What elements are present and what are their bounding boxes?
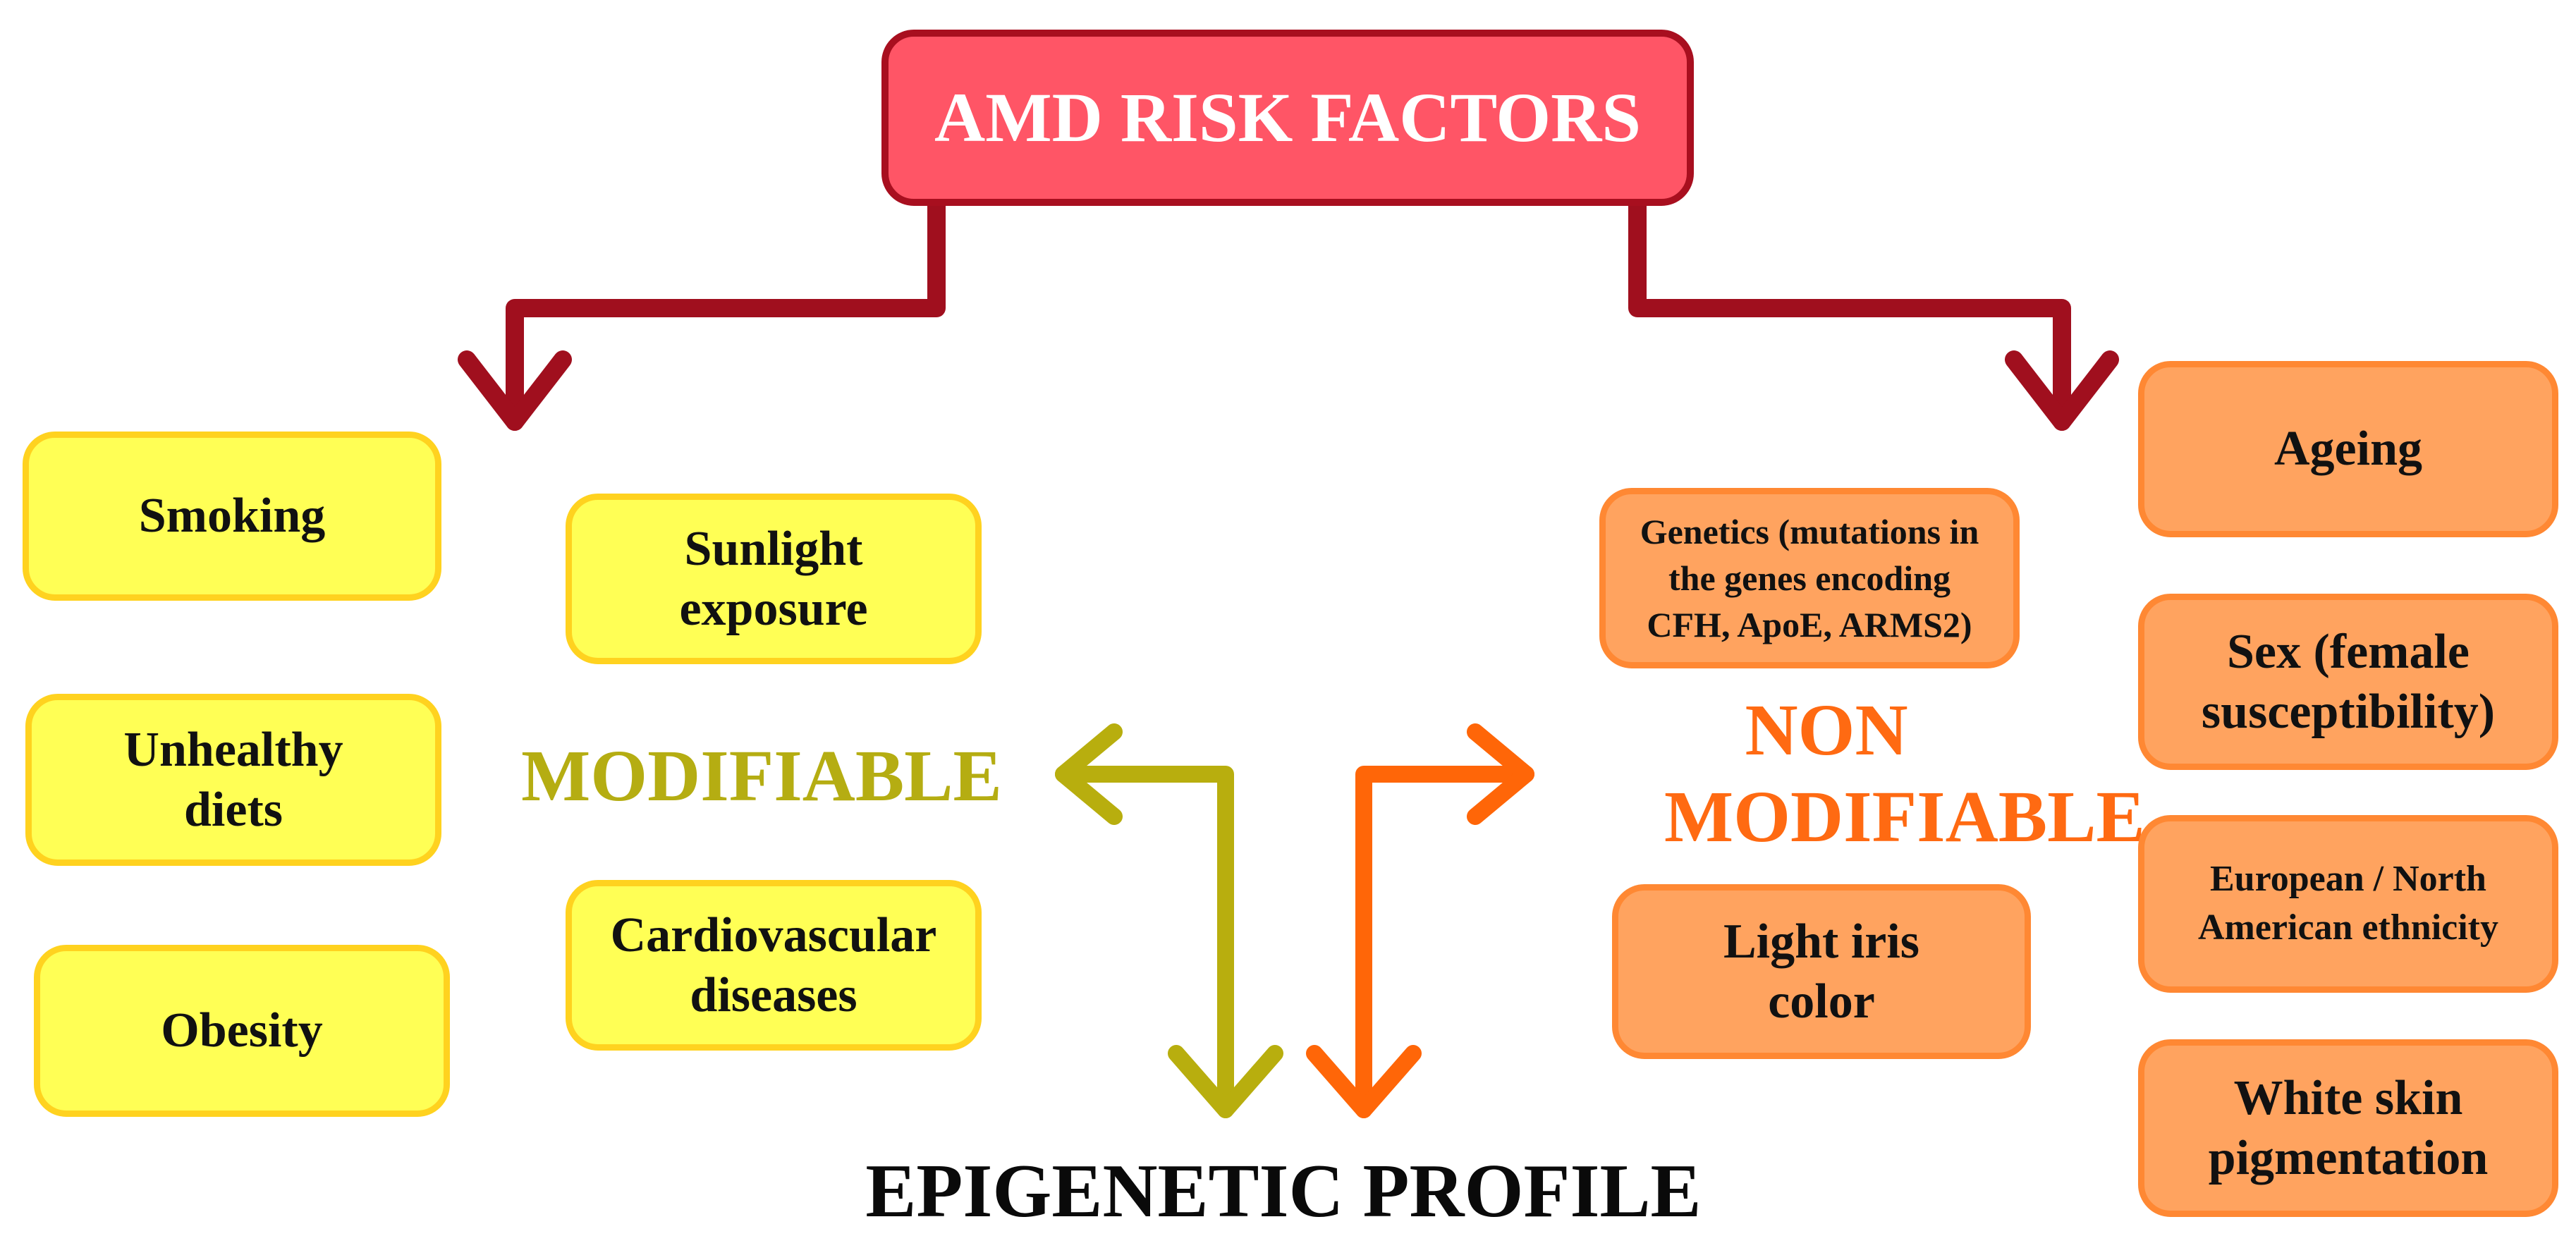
title-box: AMD RISK FACTORS — [881, 30, 1694, 206]
non-modifiable-factor-ageing: Ageing — [2138, 361, 2558, 537]
epigenetic-profile-label: EPIGENETIC PROFILE — [865, 1149, 1702, 1233]
title-text: AMD RISK FACTORS — [934, 78, 1641, 157]
modifiable-factor-cardiovascular-diseases: Cardiovascular diseases — [566, 880, 982, 1051]
title-to-modifiable-arrowhead — [458, 350, 572, 431]
epigenetic-arrowhead-left — [1168, 1045, 1283, 1118]
non-modifiable-factor-light-iris-color: Light iris color — [1612, 884, 2031, 1059]
modifiable-epigenetic-arrow — [1055, 766, 1234, 1118]
non-modifiable-epigenetic-arrow — [1355, 766, 1534, 1118]
non-modifiable-factor-ethnicity: European / North American ethnicity — [2138, 815, 2558, 993]
non-modifiable-label: NON MODIFIABLE — [1664, 690, 2145, 857]
modifiable-arrowhead — [1055, 723, 1123, 825]
title-to-non-modifiable-arrowhead — [2005, 350, 2119, 431]
modifiable-factor-unhealthy-diets: Unhealthy diets — [25, 694, 441, 866]
non-modifiable-factor-genetics: Genetics (mutations in the genes encodin… — [1599, 488, 2020, 668]
title-to-non-modifiable-arrow — [1628, 192, 2071, 431]
modifiable-factor-obesity: Obesity — [34, 945, 450, 1117]
epigenetic-arrowhead-right — [1306, 1045, 1422, 1118]
non-modifiable-arrowhead — [1467, 723, 1534, 825]
non-modifiable-factor-white-skin-pigmentation: White skin pigmentation — [2138, 1039, 2558, 1217]
modifiable-factor-sunlight-exposure: Sunlight exposure — [566, 494, 982, 664]
non-modifiable-factor-sex: Sex (female susceptibility) — [2138, 594, 2558, 770]
modifiable-factor-smoking: Smoking — [23, 432, 441, 601]
title-to-modifiable-arrow — [506, 192, 946, 431]
modifiable-label: MODIFIABLE — [521, 735, 1002, 816]
